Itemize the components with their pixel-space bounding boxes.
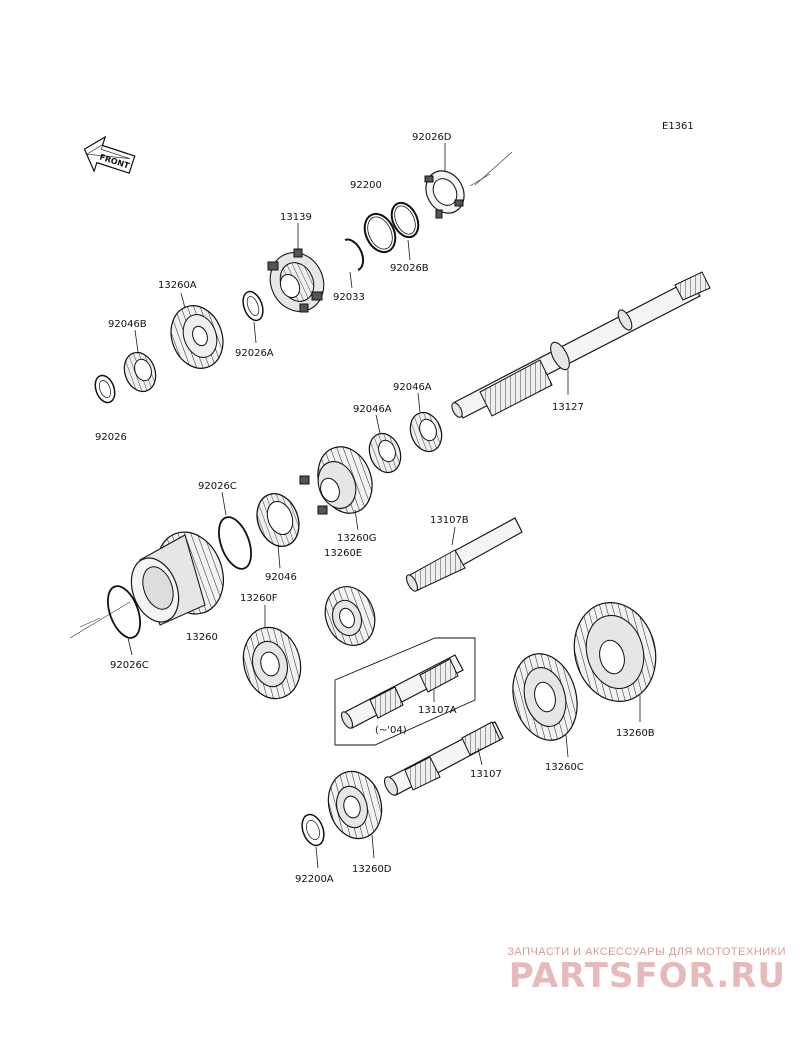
part-92026C-lower	[107, 585, 141, 639]
part-92200A	[301, 813, 325, 847]
part-92046A-inner	[368, 432, 402, 474]
part-92026D	[424, 170, 465, 219]
part-13127	[451, 271, 711, 419]
label-92026A: 92026A	[235, 348, 274, 359]
label-92026D: 92026D	[412, 132, 452, 143]
part-92026B	[390, 201, 420, 239]
label-13260B: 13260B	[616, 728, 655, 739]
part-92046A-outer	[409, 411, 443, 453]
label-92046A-inner: 92046A	[353, 404, 392, 415]
part-13107B	[405, 517, 523, 592]
part-92026	[94, 374, 116, 404]
label-92026B: 92026B	[390, 263, 429, 274]
label-13139: 13139	[280, 212, 312, 223]
label-13260C: 13260C	[545, 762, 584, 773]
watermark-brand: PARTSFOR.RU	[508, 956, 786, 996]
variant-note: (~'04)	[375, 725, 407, 736]
label-92046B: 92046B	[108, 319, 147, 330]
part-92026A	[242, 290, 264, 322]
label-13260: 13260	[186, 632, 218, 643]
part-92200	[363, 212, 397, 254]
label-13127: 13127	[552, 402, 584, 413]
part-92033	[344, 238, 365, 271]
label-92026C-upper: 92026C	[198, 481, 237, 492]
watermark-logo: ЗАПЧАСТИ И АКСЕССУАРЫ ДЛЯ МОТОТЕХНИКИ PA…	[466, 946, 786, 994]
label-92046A-outer: 92046A	[393, 382, 432, 393]
label-92033: 92033	[333, 292, 365, 303]
label-13260G: 13260G	[337, 533, 377, 544]
variant-box	[334, 637, 476, 746]
part-13260	[130, 531, 224, 626]
diagram-code: E1361	[662, 121, 694, 132]
part-92046B	[123, 351, 157, 393]
part-92046	[256, 493, 300, 547]
label-92200: 92200	[350, 180, 382, 191]
label-92026: 92026	[95, 432, 127, 443]
label-13107B: 13107B	[430, 515, 469, 526]
label-13260D: 13260D	[352, 864, 392, 875]
part-13139	[267, 248, 325, 313]
front-arrow-icon: FRONT	[83, 135, 136, 174]
label-13107: 13107	[470, 769, 502, 780]
part-13260C	[512, 653, 578, 741]
part-13260D	[327, 770, 383, 840]
label-13107A: 13107A	[418, 705, 457, 716]
part-13260G	[299, 446, 373, 515]
label-92200A: 92200A	[295, 874, 334, 885]
label-92026C-lower: 92026C	[110, 660, 149, 671]
label-13260E: 13260E	[324, 548, 362, 559]
watermark-tagline: ЗАПЧАСТИ И АКСЕССУАРЫ ДЛЯ МОТОТЕХНИКИ	[507, 946, 786, 958]
label-13260A: 13260A	[158, 280, 197, 291]
part-13260F	[242, 626, 302, 700]
label-13260F: 13260F	[240, 593, 278, 604]
part-92026C-upper	[218, 516, 252, 570]
part-13107	[384, 721, 504, 796]
label-92046: 92046	[265, 572, 297, 583]
part-gear-middle	[324, 586, 376, 646]
part-13260B	[573, 602, 657, 702]
part-13260A	[170, 305, 224, 369]
